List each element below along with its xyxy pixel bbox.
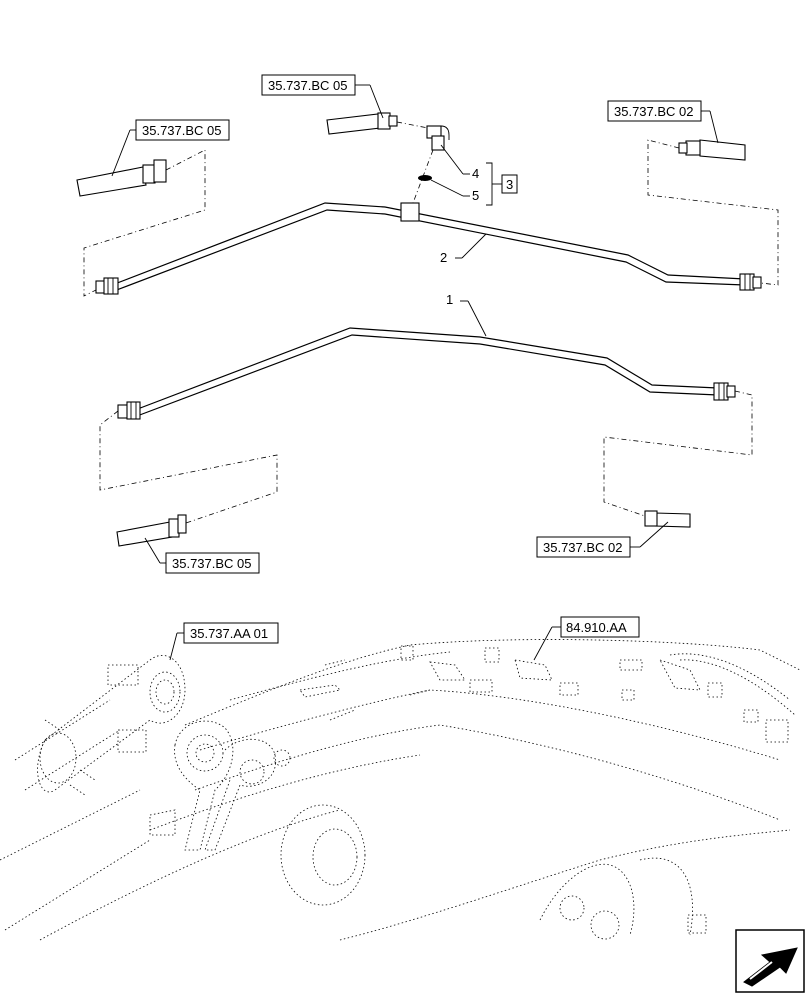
callout-label-4: 4 (472, 166, 479, 181)
ref-cylinder-label: 35.737.AA 01 (190, 626, 268, 641)
pipe-2-right-fitting (739, 273, 762, 291)
ref-boom-label: 84.910.AA (566, 620, 627, 635)
pipe-2-assembly (76, 112, 779, 297)
pipe-2 (111, 202, 746, 286)
tee-fitting (400, 202, 420, 222)
pipe-1-assembly (99, 327, 753, 547)
callout-label-5: 5 (472, 188, 479, 203)
ref-top-right-label: 35.737.BC 02 (614, 104, 694, 119)
callout-item-2: 2 (440, 233, 487, 265)
ref-top-right[interactable]: 35.737.BC 02 (607, 100, 719, 144)
machine-view (0, 639, 801, 941)
hose-top-center (326, 112, 429, 135)
pipe-2-left-fitting (95, 277, 119, 295)
callout-label-3: 3 (506, 177, 513, 192)
ref-top-left[interactable]: 35.737.BC 05 (111, 119, 230, 177)
hose-bottom-left (99, 410, 278, 547)
ref-top-left-label: 35.737.BC 05 (142, 123, 222, 138)
ref-bottom-left-label: 35.737.BC 05 (172, 556, 252, 571)
boom-brackets (299, 645, 796, 743)
boom-pivot (149, 720, 291, 851)
ref-top-center-label: 35.737.BC 05 (268, 78, 348, 93)
callout-item-1: 1 (446, 292, 487, 337)
arrow-next-page-icon[interactable] (735, 929, 805, 993)
ref-bottom-left[interactable]: 35.737.BC 05 (144, 537, 260, 574)
ref-bottom-right-label: 35.737.BC 02 (543, 540, 623, 555)
boom-disc (280, 804, 366, 906)
o-ring-item-5 (418, 175, 432, 181)
hose-bottom-right (603, 390, 753, 528)
ref-top-center[interactable]: 35.737.BC 05 (261, 74, 384, 119)
pipe-1-left-fitting (117, 401, 141, 420)
callout-item-4: 4 (440, 144, 479, 181)
ref-cylinder[interactable]: 35.737.AA 01 (169, 622, 279, 661)
elbow-fitting-item-4 (426, 125, 450, 151)
ref-bottom-right[interactable]: 35.737.BC 02 (536, 521, 669, 558)
callout-item-5: 5 (430, 179, 479, 203)
hose-top-right (647, 139, 779, 286)
pipe-1 (134, 327, 719, 411)
boom-cylinder (0, 655, 186, 931)
hose-top-left (76, 149, 206, 297)
callout-label-2: 2 (440, 250, 447, 265)
callout-kit-3: 3 (486, 162, 518, 206)
pipe-1-right-fitting (713, 382, 736, 401)
ref-boom[interactable]: 84.910.AA (533, 616, 640, 661)
callout-label-1: 1 (446, 292, 453, 307)
